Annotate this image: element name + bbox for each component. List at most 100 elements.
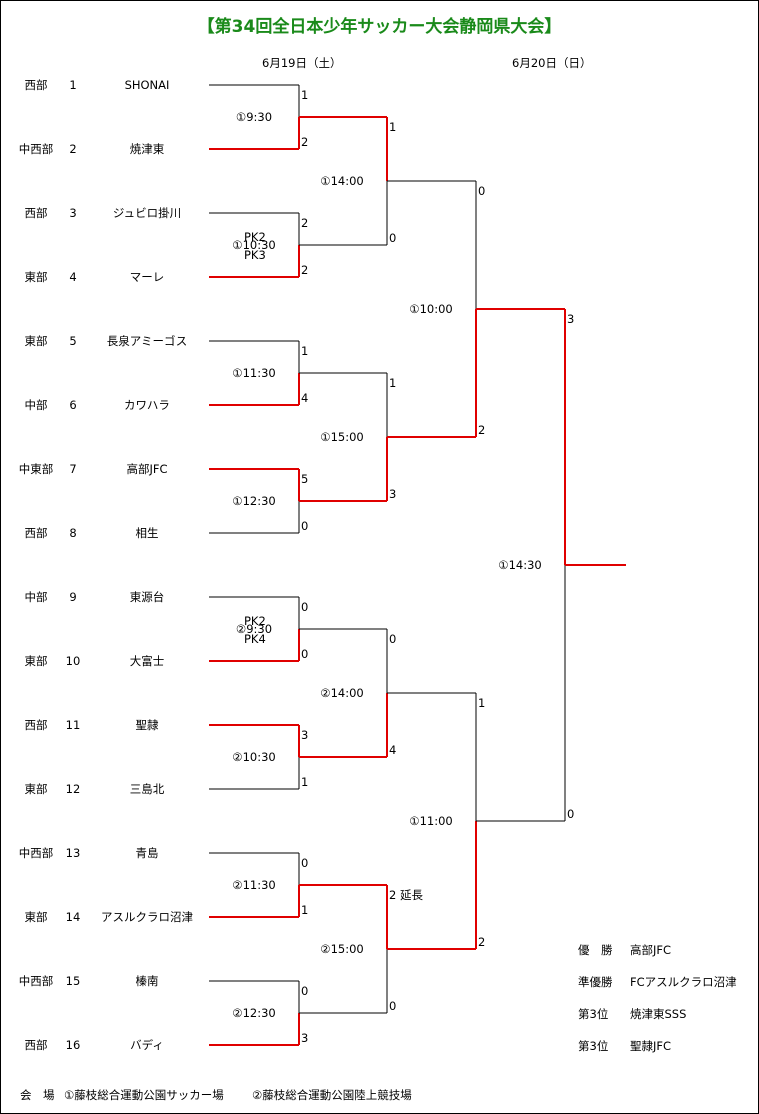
r2-match-time: ①14:00 xyxy=(320,174,364,188)
team-name: 高部JFC xyxy=(126,462,168,476)
r1-match-score-2: 1 xyxy=(301,903,309,917)
r1-match-pk-1: PK2 xyxy=(244,614,266,628)
team-region: 中西部 xyxy=(18,142,54,156)
team-seed: 2 xyxy=(69,142,77,156)
team-region: 東部 xyxy=(24,654,48,668)
r1-match-score-1: 3 xyxy=(301,728,309,742)
team-name: アスルクラロ沼津 xyxy=(101,910,193,924)
result-label-3: 第3位 xyxy=(578,1007,609,1021)
team-name: 東源台 xyxy=(129,590,165,604)
team-seed: 8 xyxy=(69,526,77,540)
r2-match-score-2: 0 xyxy=(389,999,397,1013)
r2-match-time: ②14:00 xyxy=(320,686,364,700)
semi-match-score-1: 0 xyxy=(478,184,486,198)
result-value-4: 聖隷JFC xyxy=(630,1039,672,1053)
r1-match-score-2: 3 xyxy=(301,1031,309,1045)
team-seed: 15 xyxy=(65,974,81,988)
r1-match-score-1: 1 xyxy=(301,344,309,358)
r1-match-score-2: 1 xyxy=(301,775,309,789)
team-name: SHONAI xyxy=(124,78,170,92)
team-name: 聖隷 xyxy=(135,718,159,732)
team-region: 中東部 xyxy=(18,462,54,476)
r1-match-score-2: 2 xyxy=(301,135,309,149)
r1-match-pk-2: PK3 xyxy=(244,248,266,262)
r1-match-score-2: 4 xyxy=(301,391,309,405)
team-name: 相生 xyxy=(135,526,159,540)
r2-match-score-1: 1 xyxy=(389,376,397,390)
date-day1: 6月19日（土） xyxy=(262,56,342,70)
team-region: 中部 xyxy=(24,398,48,412)
r1-match-score-1: 2 xyxy=(301,216,309,230)
team-seed: 12 xyxy=(65,782,81,796)
r1-match-time: ②12:30 xyxy=(232,1006,276,1020)
result-value-1: 高部JFC xyxy=(630,943,672,957)
semi-match-score-2: 2 xyxy=(478,935,486,949)
final-match-score-2: 0 xyxy=(567,807,575,821)
semi-match-time: ①10:00 xyxy=(409,302,453,316)
team-seed: 13 xyxy=(65,846,81,860)
team-region: 東部 xyxy=(24,270,48,284)
team-seed: 11 xyxy=(65,718,81,732)
r1-match-time: ②11:30 xyxy=(232,878,276,892)
r2-match-score-2: 0 xyxy=(389,231,397,245)
r1-match-time: ①9:30 xyxy=(235,110,273,124)
team-seed: 5 xyxy=(69,334,77,348)
r2-match-score-1: 0 xyxy=(389,632,397,646)
r1-match-score-1: 0 xyxy=(301,856,309,870)
team-name: 長泉アミーゴス xyxy=(106,334,188,348)
team-region: 東部 xyxy=(24,782,48,796)
result-value-2: FCアスルクラロ沼津 xyxy=(630,975,737,989)
team-name: 三島北 xyxy=(129,782,165,796)
team-region: 中西部 xyxy=(18,846,54,860)
r2-match-time: ①15:00 xyxy=(320,430,364,444)
venue-label: 会 場 xyxy=(20,1088,55,1102)
team-name: マーレ xyxy=(129,270,165,284)
team-seed: 9 xyxy=(69,590,77,604)
page-title: 【第34回全日本少年サッカー大会静岡県大会】 xyxy=(197,17,562,37)
team-name: ジュビロ掛川 xyxy=(112,206,182,220)
team-seed: 6 xyxy=(69,398,77,412)
r2-match-time: ②15:00 xyxy=(320,942,364,956)
team-region: 西部 xyxy=(24,1038,48,1052)
r1-match-score-1: 1 xyxy=(301,88,309,102)
team-region: 西部 xyxy=(24,78,48,92)
r2-match-score-1: 1 xyxy=(389,120,397,134)
final-match-time: ①14:30 xyxy=(498,558,542,572)
r1-match-time: ①11:30 xyxy=(232,366,276,380)
r1-match-score-1: 5 xyxy=(301,472,309,486)
team-region: 西部 xyxy=(24,718,48,732)
team-region: 中部 xyxy=(24,590,48,604)
r1-match-pk-2: PK4 xyxy=(244,632,266,646)
r1-match-score-1: 0 xyxy=(301,984,309,998)
team-name: 榛南 xyxy=(135,974,159,988)
team-region: 西部 xyxy=(24,206,48,220)
date-day2: 6月20日（日） xyxy=(512,56,592,70)
team-seed: 14 xyxy=(65,910,81,924)
result-label-4: 第3位 xyxy=(578,1039,609,1053)
team-seed: 1 xyxy=(69,78,77,92)
semi-match-score-2: 2 xyxy=(478,423,486,437)
team-name: 青島 xyxy=(135,846,159,860)
final-match-score-1: 3 xyxy=(567,312,575,326)
r1-match-score-2: 0 xyxy=(301,647,309,661)
team-seed: 16 xyxy=(65,1038,81,1052)
team-region: 東部 xyxy=(24,334,48,348)
venue-2: ②藤枝総合運動公園陸上競技場 xyxy=(252,1088,412,1102)
r2-match-score-2: 3 xyxy=(389,487,397,501)
r1-match-score-2: 2 xyxy=(301,263,309,277)
team-name: 大富士 xyxy=(129,654,165,668)
result-value-3: 焼津東SSS xyxy=(630,1007,687,1021)
r1-match-time: ②9:30 xyxy=(235,622,273,636)
semi-match-time: ①11:00 xyxy=(409,814,453,828)
semi-match-score-1: 1 xyxy=(478,696,486,710)
result-label-1: 優 勝 xyxy=(578,943,613,957)
r1-match-pk-1: PK2 xyxy=(244,230,266,244)
team-name: カワハラ xyxy=(124,398,170,412)
r1-match-time: ①10:30 xyxy=(232,238,276,252)
team-region: 中西部 xyxy=(18,974,54,988)
venue-1: ①藤枝総合運動公園サッカー場 xyxy=(64,1088,224,1102)
team-name: 焼津東 xyxy=(129,142,165,156)
r1-match-score-2: 0 xyxy=(301,519,309,533)
r1-match-time: ②10:30 xyxy=(232,750,276,764)
